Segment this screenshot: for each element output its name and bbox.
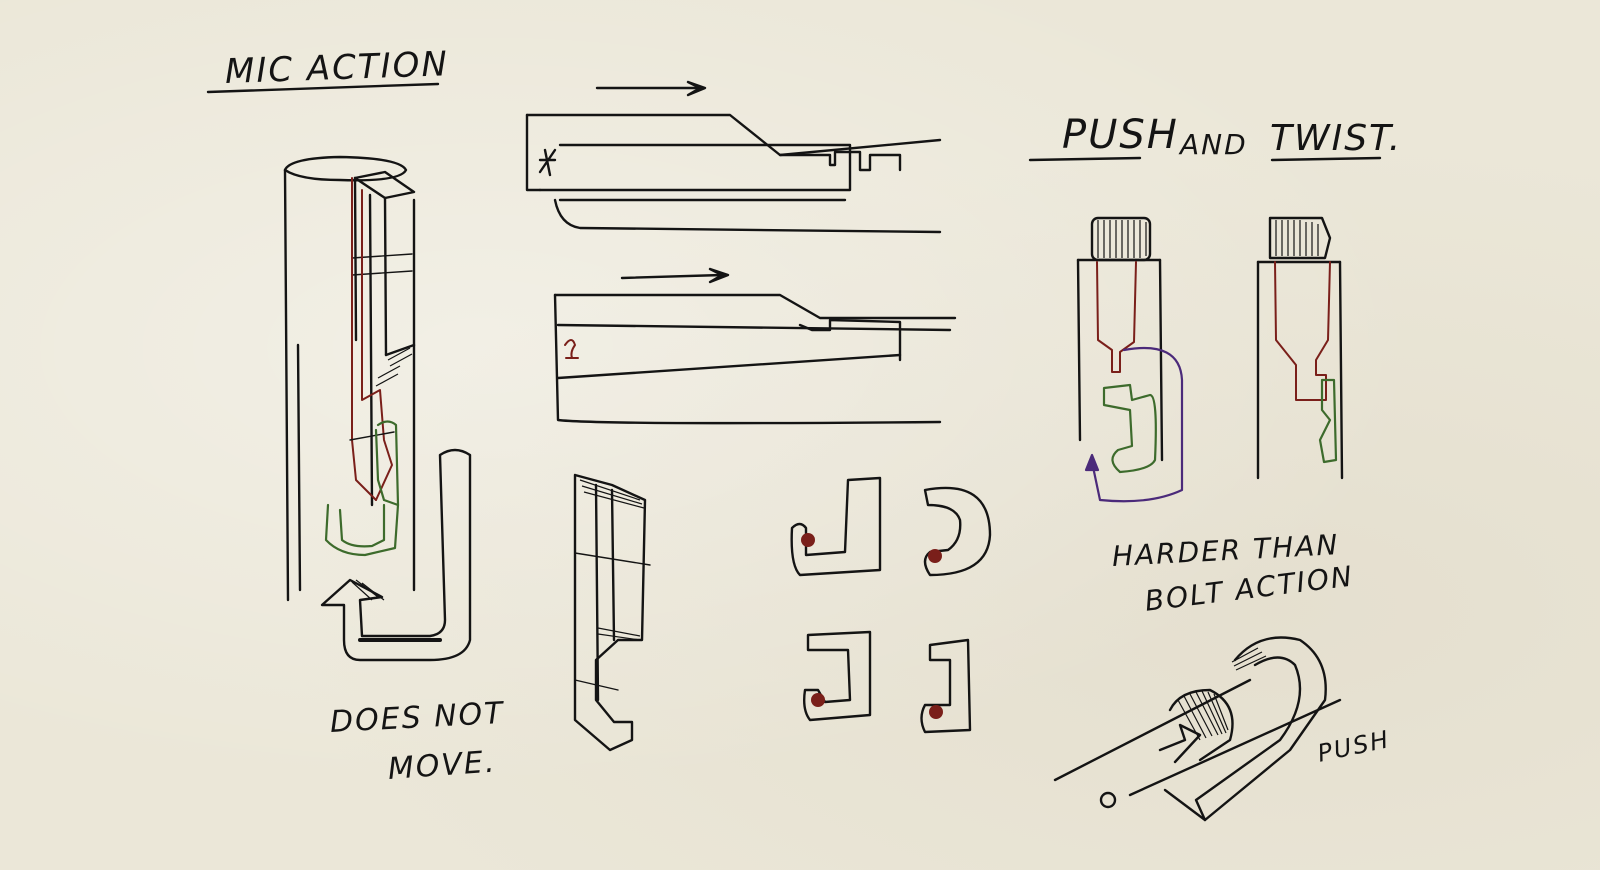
j-piece-4 xyxy=(920,638,972,734)
side-view-1 xyxy=(525,80,942,234)
j-piece-3 xyxy=(802,630,872,722)
twist-title: TWIST. xyxy=(1270,118,1403,159)
and-title: AND xyxy=(1180,128,1248,161)
side-view-2 xyxy=(553,267,957,425)
mic-action-tube xyxy=(283,155,472,662)
mic-action-underline xyxy=(206,82,440,94)
push-title: PUSH xyxy=(1062,112,1179,158)
push-underline xyxy=(1028,156,1142,162)
push-twist-tube-1 xyxy=(1076,216,1184,503)
twist-underline xyxy=(1270,156,1382,162)
j-piece-1 xyxy=(790,476,882,577)
bolt-part xyxy=(573,473,651,752)
j-piece-2 xyxy=(923,486,992,577)
mic-action-title: MIC ACTION xyxy=(224,44,450,92)
push-twist-tube-2 xyxy=(1256,216,1344,480)
push-sketch xyxy=(1053,636,1342,822)
